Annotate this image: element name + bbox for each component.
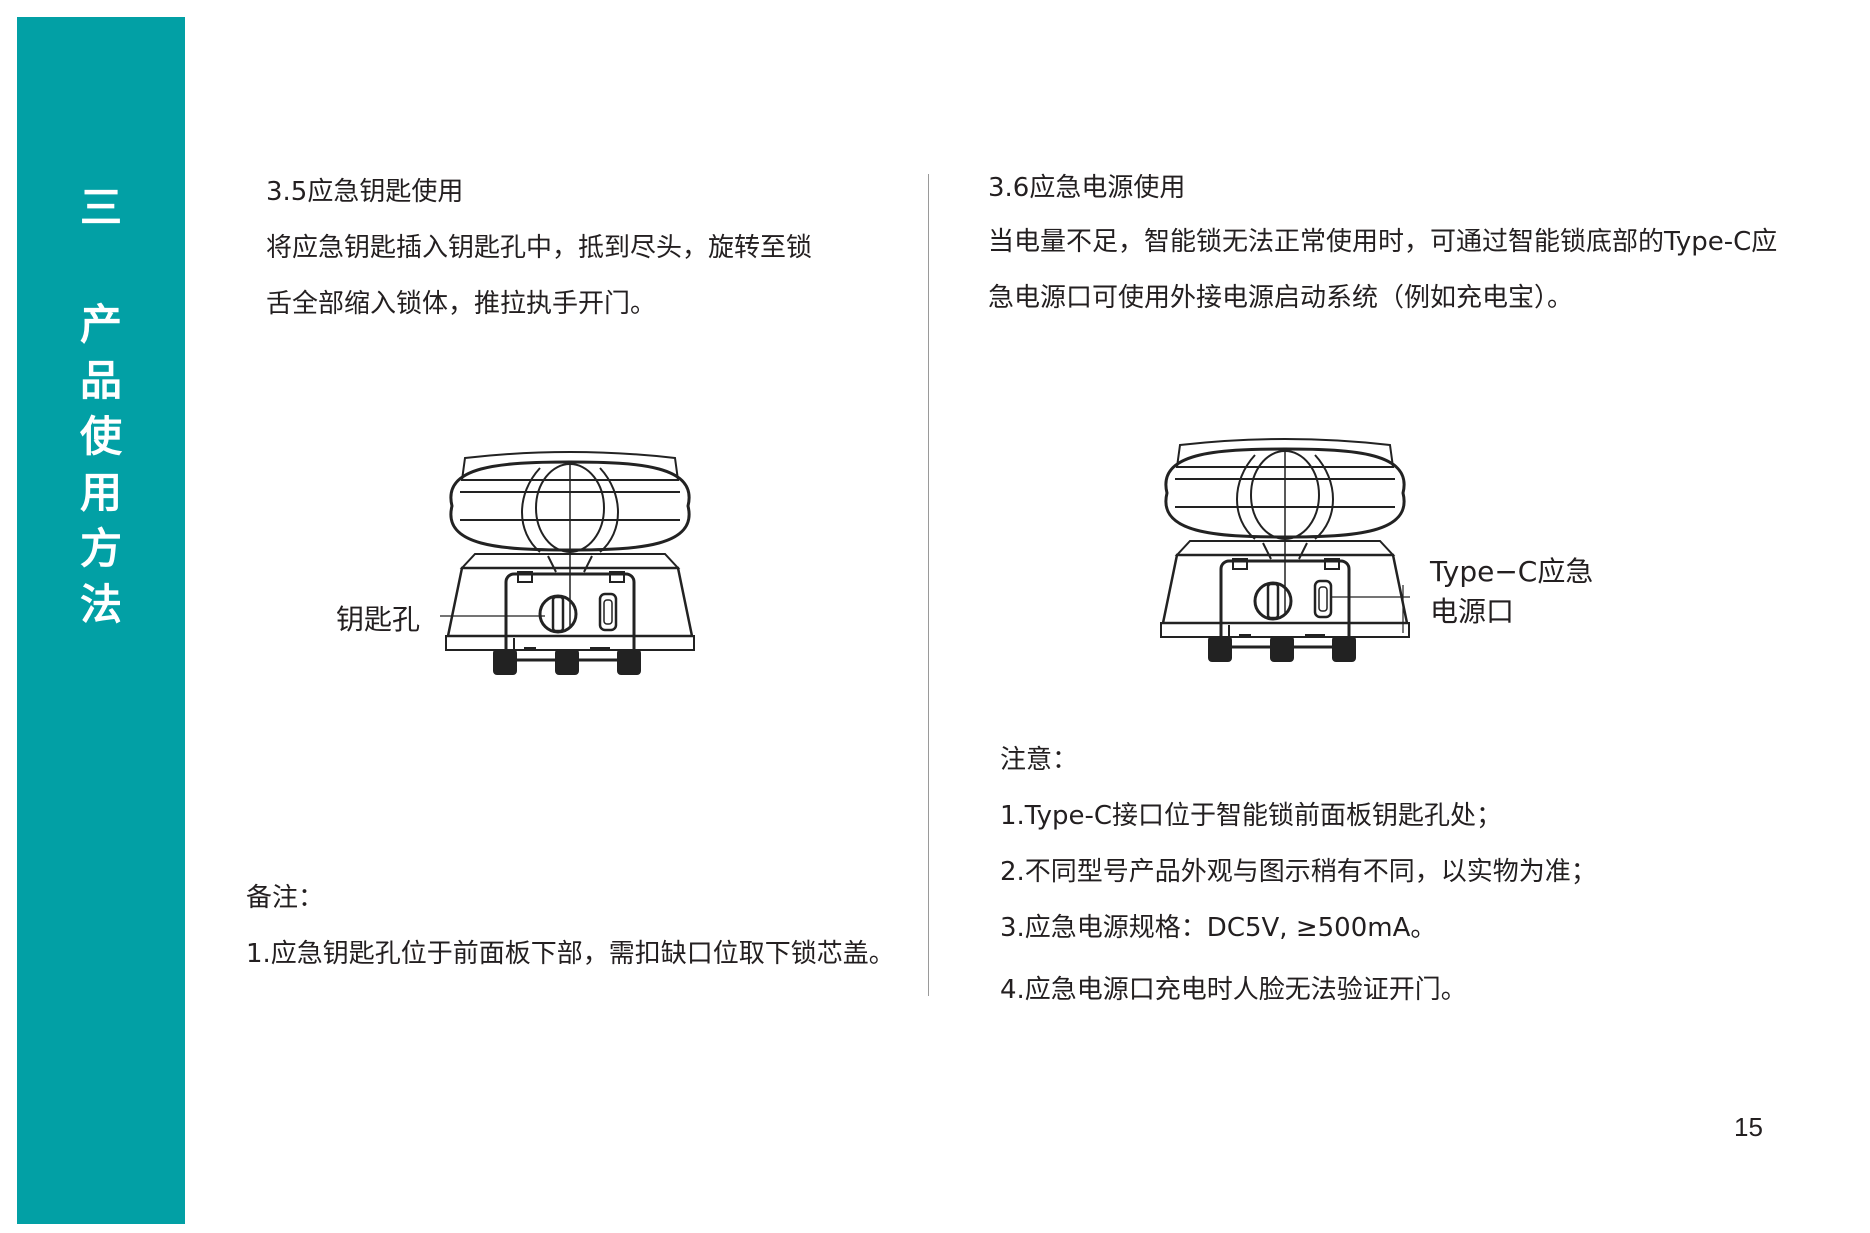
section-heading-emergency-key: 3.5应急钥匙使用 — [266, 177, 464, 207]
note-title: 备注： — [246, 883, 325, 913]
note-item: 3.应急电源规格：DC5V, ≥500mA。 — [1000, 913, 1437, 943]
note-title: 注意： — [1000, 745, 1079, 775]
lock-handle — [449, 451, 691, 628]
type-c-label: Type−C应急 电源口 — [1430, 552, 1593, 632]
section-heading-emergency-power: 3.6应急电源使用 — [988, 173, 1186, 203]
chapter-title-char: 使 — [79, 412, 122, 461]
section-body-line: 当电量不足，智能锁无法正常使用时，可通过智能锁底部的Type-C应 — [988, 227, 1778, 257]
page-number: 15 — [1734, 1112, 1763, 1142]
note-item: 2.不同型号产品外观与图示稍有不同，以实物为准； — [1000, 857, 1597, 887]
type-c-callout-line — [1331, 585, 1410, 633]
section-body-line: 舌全部缩入锁体，推拉执手开门。 — [266, 289, 657, 319]
chapter-title-char: 用 — [79, 468, 122, 517]
lock-handle — [1164, 438, 1406, 615]
chapter-number: 三 — [79, 183, 122, 232]
keyhole-label: 钥匙孔 — [336, 603, 421, 636]
chapter-title-char: 品 — [79, 356, 122, 405]
lock-diagram-type-c — [1160, 438, 1410, 662]
section-body-line: 将应急钥匙插入钥匙孔中，抵到尽头，旋转至锁 — [266, 233, 813, 263]
type-c-label-line: 电源口 — [1430, 595, 1515, 628]
column-divider — [928, 174, 929, 996]
lock-feet — [1208, 636, 1356, 662]
lock-diagram-keyhole — [440, 451, 695, 675]
lock-feet — [493, 649, 641, 675]
chapter-sidebar: 三 产 品 使 用 方 法 — [17, 17, 185, 1224]
note-item: 4.应急电源口充电时人脸无法验证开门。 — [1000, 975, 1467, 1005]
note-item: 1.应急钥匙孔位于前面板下部，需扣缺口位取下锁芯盖。 — [246, 939, 895, 969]
note-item: 1.Type-C接口位于智能锁前面板钥匙孔处； — [1000, 801, 1503, 831]
chapter-title-char: 法 — [79, 580, 122, 629]
lock-body — [1160, 540, 1410, 649]
section-body-line: 急电源口可使用外接电源启动系统（例如充电宝）。 — [988, 283, 1574, 313]
type-c-label-line: Type−C应急 — [1430, 555, 1594, 588]
chapter-title-char: 产 — [79, 300, 122, 349]
chapter-title-char: 方 — [79, 524, 122, 573]
chapter-title: 三 产 品 使 用 方 法 — [17, 187, 185, 633]
